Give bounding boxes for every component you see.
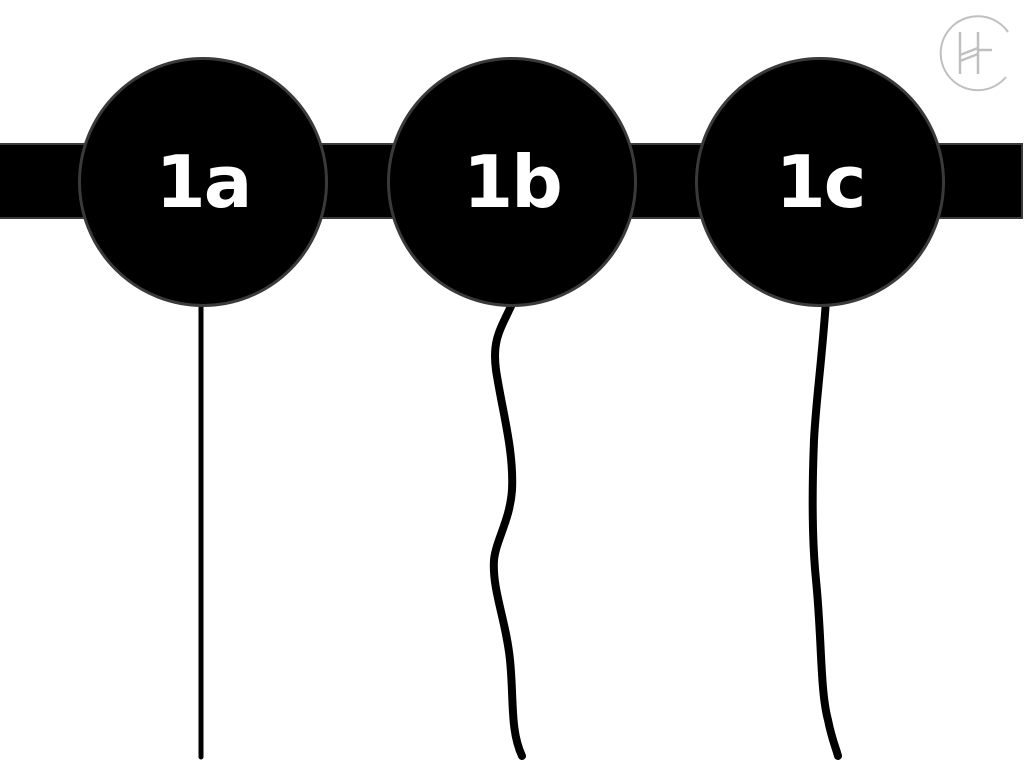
node-1c-label: 1c: [775, 140, 867, 224]
tail-1c: [808, 296, 842, 760]
node-1a: 1a: [78, 57, 328, 307]
node-1b: 1b: [387, 57, 637, 307]
hh-monogram-icon: [939, 15, 1009, 92]
node-1a-label: 1a: [155, 140, 253, 224]
node-1b-label: 1b: [463, 140, 563, 224]
tail-1b: [489, 298, 526, 760]
node-1c: 1c: [695, 57, 945, 307]
